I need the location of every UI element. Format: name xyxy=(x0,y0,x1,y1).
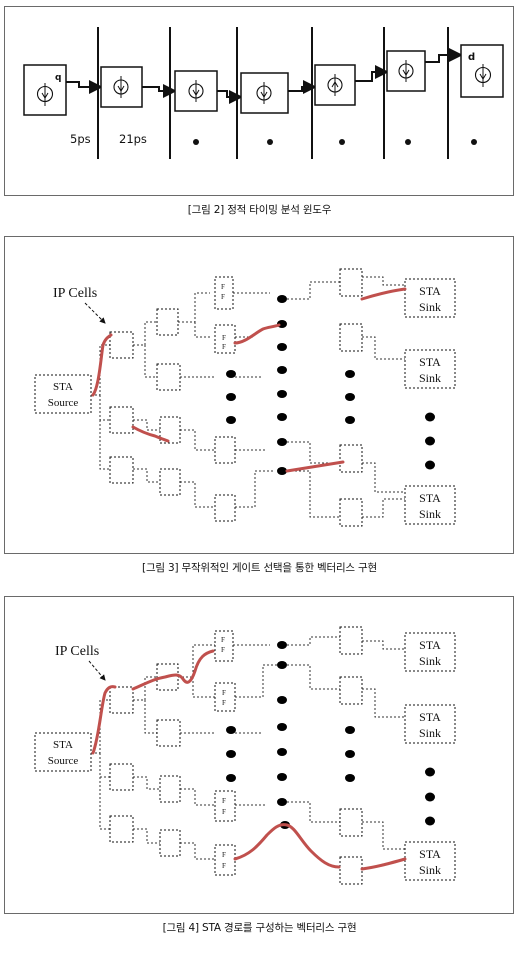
fig2-wires xyxy=(66,48,463,104)
svg-text:F: F xyxy=(222,797,226,805)
sta-source-label-2: Source xyxy=(48,397,79,409)
figure-2-caption: [그림 2] 정적 타이밍 분석 윈도우 xyxy=(187,204,332,216)
svg-text:Sink: Sink xyxy=(419,654,441,668)
fig3-sink-labels: STA Sink STA Sink STA Sink xyxy=(419,284,441,521)
svg-text:Sink: Sink xyxy=(419,863,441,877)
svg-text:F: F xyxy=(222,334,226,342)
fig4-sink-labels: STA Sink STA Sink STA Sink xyxy=(419,638,441,877)
svg-text:F: F xyxy=(221,293,225,301)
fig3-ff-labels: F F F F xyxy=(221,283,226,351)
svg-text:STA: STA xyxy=(419,710,441,724)
svg-text:F: F xyxy=(221,283,225,291)
fig2-continuation-dots xyxy=(193,139,477,145)
svg-text:F: F xyxy=(222,689,226,697)
fig3-dashed-wires xyxy=(91,276,405,518)
svg-text:STA: STA xyxy=(419,847,441,861)
figure-3-caption: [그림 3] 무작위적인 게이트 선택을 통한 벡터리스 구현 xyxy=(142,562,377,574)
svg-text:F: F xyxy=(222,862,226,870)
pin-d-label: d xyxy=(468,52,475,63)
svg-text:Sink: Sink xyxy=(419,371,441,385)
figure-4-panel: IP Cells STA Source xyxy=(4,596,514,914)
cell-source-q: q xyxy=(23,64,67,116)
delay-label-21ps: 21ps xyxy=(119,132,147,146)
svg-text:F: F xyxy=(222,343,226,351)
sta-source-label-1: STA xyxy=(53,381,73,393)
sta-source-label-1: STA xyxy=(53,739,73,751)
ip-cells-label: IP Cells xyxy=(55,644,99,659)
vectorless-sta-path-diagram: IP Cells STA Source xyxy=(34,626,456,885)
svg-text:F: F xyxy=(222,851,226,859)
svg-text:Sink: Sink xyxy=(419,300,441,314)
sta-source-box xyxy=(34,374,92,414)
sta-source-box xyxy=(34,732,92,772)
fig3-cells xyxy=(109,268,456,527)
fig4-highlight-paths xyxy=(91,649,407,871)
svg-text:Sink: Sink xyxy=(419,507,441,521)
svg-text:STA: STA xyxy=(419,284,441,298)
fig4-dashed-wires xyxy=(91,636,405,860)
timing-window-diagram: q xyxy=(23,27,504,159)
cell-sink-d: d xyxy=(460,44,504,98)
fig4-gate-dots xyxy=(226,641,435,829)
fig3-highlight-paths xyxy=(91,287,407,473)
figure-2-panel: q xyxy=(4,6,514,196)
svg-text:F: F xyxy=(221,636,225,644)
svg-text:STA: STA xyxy=(419,491,441,505)
vectorless-random-diagram: IP Cells STA Source xyxy=(34,268,456,527)
figure-3-panel: IP Cells STA Source xyxy=(4,236,514,554)
svg-text:STA: STA xyxy=(419,355,441,369)
svg-text:F: F xyxy=(221,646,225,654)
fig4-cells xyxy=(109,626,456,885)
svg-text:F: F xyxy=(222,808,226,816)
fig3-gate-dots xyxy=(226,295,435,475)
figure-4-caption: [그림 4] STA 경로를 구성하는 벡터리스 구현 xyxy=(162,922,357,934)
sta-source-label-2: Source xyxy=(48,755,79,767)
svg-text:STA: STA xyxy=(419,638,441,652)
svg-text:F: F xyxy=(222,699,226,707)
svg-text:Sink: Sink xyxy=(419,726,441,740)
delay-label-5ps: 5ps xyxy=(70,132,91,146)
pin-q-label: q xyxy=(55,73,61,83)
fig2-cells: q xyxy=(23,44,504,116)
fig4-ff-labels: F F F F F F F F xyxy=(221,636,226,870)
ip-cells-label: IP Cells xyxy=(53,286,97,301)
